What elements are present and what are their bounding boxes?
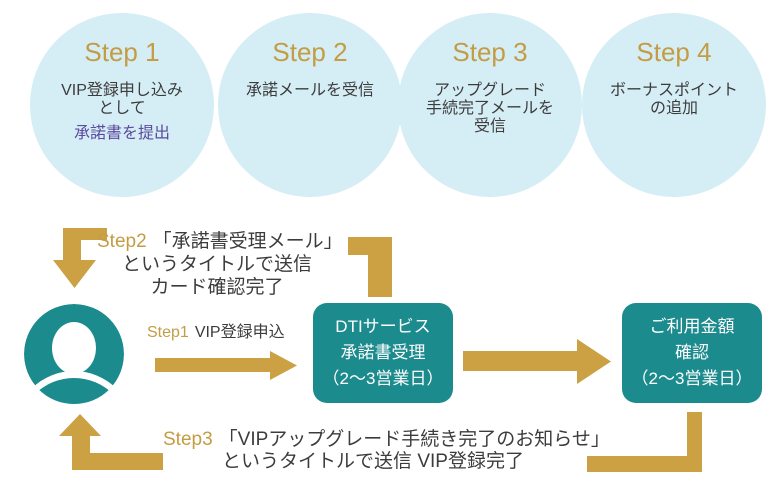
user-icon [24, 304, 124, 404]
step1-label: Step1 VIP登録申込 [147, 318, 285, 342]
box-line: 承諾書受理 [340, 343, 426, 362]
box-line: DTIサービス [335, 317, 431, 336]
text-line: ボーナスポイント [609, 82, 738, 99]
step-2-title: Step 2 [272, 37, 348, 67]
text-line: の追加 [649, 100, 698, 117]
step3-note-line2: というタイトルで送信 VIP登録完了 [222, 451, 524, 472]
step-3-text: アップグレード 手続完了メールを 受信 [398, 82, 582, 136]
step2-note-line1: Step2「承諾書受理メール」 [97, 230, 343, 253]
arrow-step3-elbow-icon [587, 412, 702, 472]
step2-note-line3: カード確認完了 [150, 277, 284, 298]
arrow-step3-up-icon [59, 414, 163, 470]
step2-note-text: 「承諾書受理メール」 [152, 231, 343, 252]
text-line: VIP登録申し込み [61, 82, 183, 99]
step1-prefix: Step1 [147, 324, 189, 341]
arrow-step1-right-icon [155, 351, 297, 380]
step2-note: Step2「承諾書受理メール」 というタイトルで送信 カード確認完了 [97, 230, 343, 299]
step-2-text: 承諾メールを受信 [218, 82, 402, 100]
dti-acceptance-box: DTIサービス 承諾書受理 （2～3営業日） [313, 303, 453, 403]
step-1-title: Step 1 [84, 37, 160, 67]
text-line: として [98, 100, 146, 117]
step-4-text: ボーナスポイント の追加 [582, 82, 766, 118]
text-line: 手続完了メールを [425, 100, 554, 117]
box-line: （2～3営業日） [322, 369, 444, 388]
step3-note-line1: Step3「VIPアップグレード手続き完了のお知らせ」 [163, 429, 610, 451]
text-line: アップグレード [433, 82, 546, 99]
step3-note: Step3「VIPアップグレード手続き完了のお知らせ」 というタイトルで送信 V… [163, 429, 610, 473]
step-1-highlight: 承諾書を提出 [73, 125, 170, 142]
step-circle-2: Step 2 承諾メールを受信 [218, 13, 402, 197]
step3-prefix: Step3 [163, 429, 213, 450]
text-line: 受信 [473, 118, 506, 135]
step-4-title: Step 4 [636, 37, 712, 67]
step3-note-text: 「VIPアップグレード手続き完了のお知らせ」 [218, 429, 610, 450]
step-3-title: Step 3 [452, 37, 528, 67]
arrow-step2-elbow-icon [348, 237, 392, 297]
step2-prefix: Step2 [97, 231, 147, 252]
box-line: （2～3営業日） [631, 369, 753, 388]
step1-label-text: VIP登録申込 [194, 324, 285, 341]
usage-amount-box: ご利用金額 確認 （2～3営業日） [622, 303, 762, 403]
step-circle-3: Step 3 アップグレード 手続完了メールを 受信 [398, 13, 582, 197]
text-line: 承諾メールを受信 [245, 82, 374, 99]
arrow-step2-down-icon [53, 228, 107, 288]
step-1-text: VIP登録申し込み として 承諾書を提出 [30, 82, 214, 143]
step2-note-line2: というタイトルで送信 [121, 254, 312, 275]
step-circle-1: Step 1 VIP登録申し込み として 承諾書を提出 [30, 13, 214, 197]
step-circle-4: Step 4 ボーナスポイント の追加 [582, 13, 766, 197]
arrow-box1-to-box2-icon [463, 339, 611, 384]
box-line: ご利用金額 [649, 317, 735, 336]
box-line: 確認 [675, 343, 709, 362]
